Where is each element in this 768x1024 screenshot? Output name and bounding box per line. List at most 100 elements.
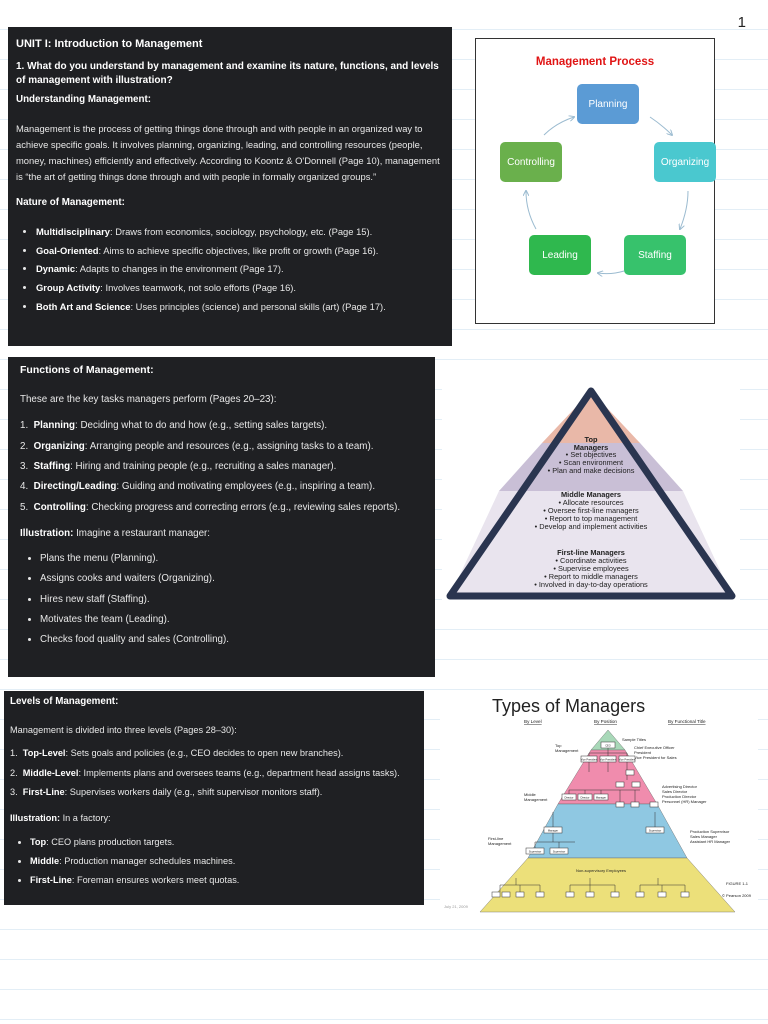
- org-box-employee: [491, 891, 501, 898]
- desc: : Involves teamwork, not solo efforts (P…: [100, 281, 297, 293]
- tier-line: • Allocate resources: [558, 498, 623, 507]
- footnote-figure: FIGURE 1-1: [726, 881, 749, 886]
- num: 3.: [20, 461, 29, 472]
- org-box-employee: [680, 891, 690, 898]
- list-item: Top: CEO plans production targets.: [30, 836, 418, 850]
- desc: : Foreman ensures workers meet quotas.: [71, 875, 240, 886]
- term: First-Line: [30, 875, 72, 886]
- org-box: [625, 769, 635, 776]
- desc: : Deciding what to do and how (e.g., set…: [75, 420, 328, 432]
- process-title: Management Process: [535, 56, 655, 68]
- illustration-line: Illustration: Imagine a restaurant manag…: [20, 527, 423, 542]
- nonsup-label: Non-supervisory Employees: [576, 868, 626, 873]
- org-lines: [534, 812, 656, 848]
- list-item: Checks food quality and sales (Controlli…: [40, 633, 423, 648]
- nature-list: Multidisciplinary: Draws from economics,…: [16, 224, 444, 314]
- desc: : Draws from economics, sociology, psych…: [109, 226, 373, 238]
- list-item: Motivates the team (Leading).: [40, 613, 423, 628]
- node-leading: Leading: [529, 235, 591, 275]
- unit-title: UNIT I: Introduction to Management: [16, 38, 203, 50]
- functions-heading: Functions of Management:: [20, 364, 154, 376]
- term: Top: [30, 836, 47, 847]
- node-controlling: Controlling: [500, 142, 562, 182]
- org-box-employee: [515, 891, 525, 898]
- term: Goal-Oriented: [36, 244, 99, 256]
- tier-title: Middle Managers: [561, 490, 621, 499]
- list-item: 1. Top-Level: Sets goals and policies (e…: [10, 747, 418, 761]
- term: First-Line: [22, 787, 65, 798]
- list-item: Assigns cooks and waiters (Organizing).: [40, 572, 423, 587]
- num: 3.: [10, 787, 18, 798]
- list-item: Plans the menu (Planning).: [40, 552, 423, 567]
- org-box-label: Manager: [548, 829, 558, 833]
- types-svg: By Level By Position By Functional Title…: [444, 719, 752, 913]
- list-item: 4. Directing/Leading: Guiding and motiva…: [20, 480, 423, 495]
- org-box-label: CEO: [605, 744, 611, 748]
- tier-line: • Develop and implement activities: [535, 522, 648, 531]
- types-of-managers-figure: Types of Managers By Level By Position B…: [440, 690, 758, 915]
- question-text: 1. What do you understand by management …: [16, 60, 439, 87]
- org-lines: [569, 878, 616, 892]
- num: 1.: [10, 748, 18, 759]
- desc: : Uses principles (science) and personal…: [130, 300, 386, 312]
- org-lines: [588, 748, 628, 756]
- term: Dynamic: [36, 263, 76, 275]
- term: Group Activity: [36, 281, 101, 293]
- tier-line: • Plan and make decisions: [548, 466, 635, 475]
- list-item: 1. Planning: Deciding what to do and how…: [20, 419, 423, 434]
- term: Middle: [30, 855, 60, 866]
- desc: : Supervises workers daily (e.g., shift …: [64, 787, 323, 798]
- node-planning: Planning: [577, 84, 639, 124]
- org-box-label: Manager: [596, 796, 606, 800]
- org-box-label: Vice President: [619, 758, 636, 762]
- desc: : Checking progress and correcting error…: [85, 501, 401, 513]
- tier-line: • Supervise employees: [553, 564, 629, 573]
- tier-line: • Scan environment: [559, 458, 623, 467]
- org-box: [649, 801, 659, 808]
- node-staffing: Staffing: [624, 235, 686, 275]
- tier-first-line: [450, 491, 732, 596]
- org-box-employee: [610, 891, 620, 898]
- org-box-label: Director: [580, 796, 589, 800]
- list-item: 3. First-Line: Supervises workers daily …: [10, 786, 418, 800]
- desc: : Arranging people and resources (e.g., …: [84, 440, 374, 452]
- org-box-employee: [535, 891, 545, 898]
- desc: : CEO plans production targets.: [46, 836, 175, 847]
- term: Planning: [33, 420, 75, 432]
- list-item: Multidisciplinary: Draws from economics,…: [36, 224, 444, 240]
- list-item: First-Line: Foreman ensures workers meet…: [30, 874, 418, 888]
- list-item: Both Art and Science: Uses principles (s…: [36, 299, 444, 315]
- illustration-label: Illustration:: [20, 528, 74, 540]
- term: Multidisciplinary: [36, 226, 110, 238]
- functions-block: Functions of Management: These are the k…: [8, 357, 435, 677]
- tier-line: • Report to top management: [545, 514, 638, 523]
- org-lines: [499, 878, 541, 892]
- tier-line: • Coordinate activities: [555, 556, 626, 565]
- term: Top-Level: [22, 748, 66, 759]
- org-box-label: Vice President: [581, 758, 598, 762]
- desc: : Hiring and training people (e.g., recr…: [70, 461, 337, 472]
- list-item: Group Activity: Involves teamwork, not s…: [36, 280, 444, 296]
- tier-line: • Set objectives: [566, 450, 617, 459]
- functions-intro: These are the key tasks managers perform…: [20, 393, 277, 405]
- levels-list: 1. Top-Level: Sets goals and policies (e…: [10, 747, 418, 799]
- term: Both Art and Science: [36, 300, 131, 312]
- term: Directing/Leading: [33, 481, 117, 493]
- footnote-date: July 21, 2009: [444, 904, 469, 909]
- desc: : Sets goals and policies (e.g., CEO dec…: [65, 748, 344, 759]
- col-header: By Level: [524, 719, 542, 724]
- illustration-line: Illustration: In a factory:: [10, 812, 418, 826]
- management-process-figure: Management Process Planning Organizing S…: [475, 38, 716, 324]
- illustration-label: Illustration:: [10, 812, 61, 823]
- list-item: Goal-Oriented: Aims to achieve specific …: [36, 243, 444, 259]
- functions-list: 1. Planning: Deciding what to do and how…: [20, 419, 423, 515]
- org-box: [615, 801, 625, 808]
- org-box-label: Vice President: [600, 758, 617, 762]
- desc: : Production manager schedules machines.: [59, 855, 236, 866]
- illustration-list: Plans the menu (Planning). Assigns cooks…: [20, 552, 423, 648]
